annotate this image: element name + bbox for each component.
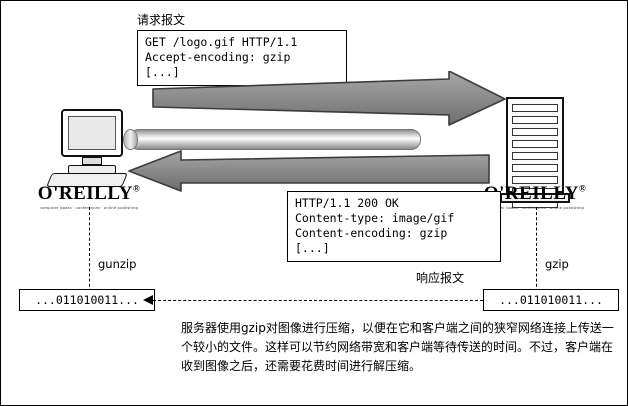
server-foot bbox=[500, 193, 570, 203]
request-label: 请求报文 bbox=[137, 13, 186, 27]
server-slot bbox=[512, 164, 558, 172]
bits-transfer-line bbox=[153, 300, 483, 301]
client-oreilly-logo: O'REILLY® computer books · conferences ·… bbox=[29, 183, 149, 210]
diagram-caption: 服务器使用gzip对图像进行压缩，以便在它和客户端之间的狭窄网络连接上传送一个较… bbox=[181, 321, 614, 373]
gunzip-label: gunzip bbox=[98, 257, 137, 271]
server-logo-tagline: computer books · conferences · online pu… bbox=[485, 206, 585, 210]
bits-transfer-arrowhead bbox=[143, 295, 153, 305]
client-logo-text: O'REILLY bbox=[37, 183, 133, 204]
client-logo-word: O'REILLY® bbox=[29, 183, 149, 205]
server-slot bbox=[512, 116, 558, 124]
server-slot bbox=[512, 140, 558, 148]
response-arrow bbox=[128, 150, 490, 192]
network-pipe-cap-left bbox=[123, 129, 138, 150]
request-message-box: GET /logo.gif HTTP/1.1 Accept-encoding: … bbox=[137, 30, 347, 86]
server-logo-text: O'REILLY bbox=[483, 183, 579, 204]
server-dashed-line bbox=[536, 207, 537, 297]
server-slot bbox=[512, 152, 558, 160]
client-logo-tagline: computer books · conferences · online pu… bbox=[39, 206, 139, 210]
server-slot bbox=[512, 104, 558, 112]
server-logo-word: O'REILLY® bbox=[475, 183, 595, 205]
gzip-label: gzip bbox=[545, 257, 569, 271]
server-rack bbox=[500, 97, 570, 208]
request-arrow bbox=[152, 71, 506, 126]
server-logo-trademark: ® bbox=[578, 183, 587, 194]
monitor-body bbox=[61, 109, 123, 157]
client-bits-box: ...011010011... bbox=[19, 289, 155, 311]
monitor-neck bbox=[82, 157, 102, 165]
response-message-box: HTTP/1.1 200 OK Content-type: image/gif … bbox=[287, 191, 501, 262]
network-pipe bbox=[129, 129, 421, 150]
server-slot bbox=[512, 176, 558, 184]
client-dashed-line bbox=[89, 207, 90, 297]
response-label: 响应报文 bbox=[416, 271, 465, 285]
monitor-screen bbox=[68, 116, 116, 150]
server-body bbox=[506, 97, 564, 208]
server-slot bbox=[512, 128, 558, 136]
server-bits-box: ...011010011... bbox=[483, 289, 619, 311]
client-computer bbox=[61, 109, 123, 174]
client-logo-trademark: ® bbox=[132, 183, 141, 194]
server-oreilly-logo: O'REILLY® computer books · conferences ·… bbox=[475, 183, 595, 210]
